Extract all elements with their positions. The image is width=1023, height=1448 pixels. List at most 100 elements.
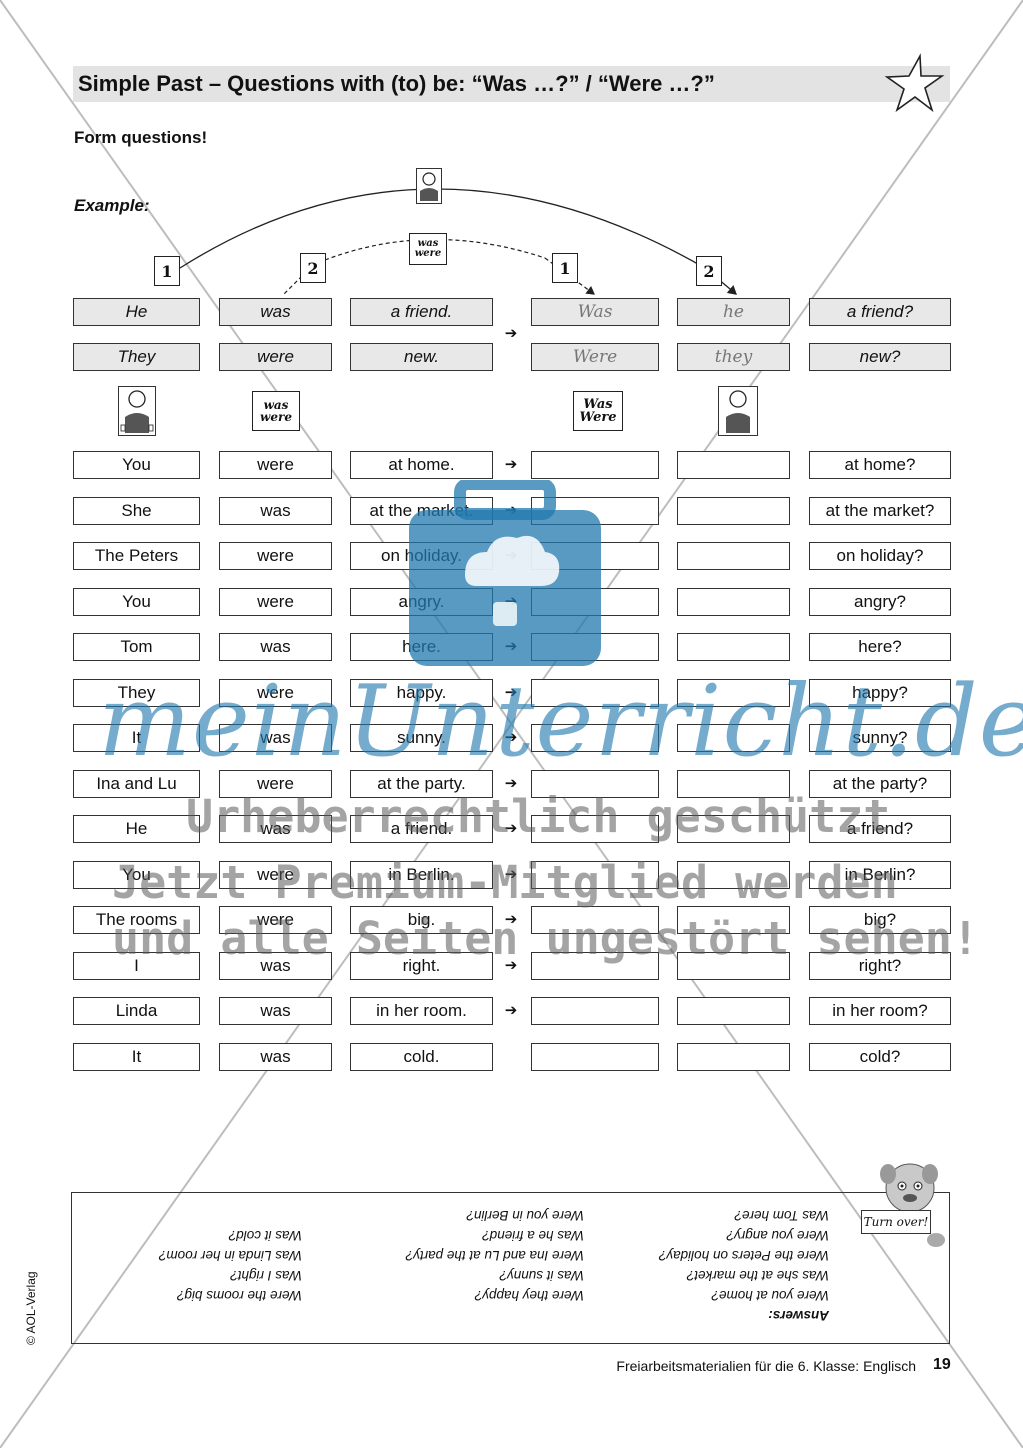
exercise-cell-subject: It	[73, 1043, 200, 1071]
exercise-cell-subject: The rooms	[73, 906, 200, 934]
answer-input-answer-subject[interactable]	[677, 451, 790, 479]
watermark-brand: meinUnterricht.de	[98, 665, 1023, 779]
exercise-cell-rest: right.	[350, 952, 493, 980]
position-number-2: 2	[300, 253, 326, 283]
exercise-cell-rest: in her room.	[350, 997, 493, 1025]
exercise-cell-subject: You	[73, 451, 200, 479]
exercise-cell-subject: I	[73, 952, 200, 980]
answer-input-answer-subject[interactable]	[677, 497, 790, 525]
example-label: Example:	[74, 196, 150, 215]
exercise-cell-question: a friend?	[809, 815, 951, 843]
example-cell-verb: were	[219, 343, 332, 371]
exercise-cell-rest: sunny.	[350, 724, 493, 752]
answer-input-answer-subject[interactable]	[677, 1043, 790, 1071]
exercise-cell-verb: was	[219, 724, 332, 752]
arrow-icon: ➔	[504, 1002, 518, 1019]
answer-input-answer-subject[interactable]	[677, 952, 790, 980]
star-icon	[884, 53, 945, 113]
arrow-icon: ➔	[504, 820, 518, 837]
watermark-line-1: Urheberrechtlich geschützt	[186, 790, 891, 843]
answer-input-answer-subject[interactable]	[677, 997, 790, 1025]
arrow-icon: ➔	[504, 456, 518, 473]
person-icon-subject	[118, 386, 156, 436]
footer-text: Freiarbeitsmaterialien für die 6. Klasse…	[616, 1358, 916, 1374]
exercise-cell-verb: was	[219, 815, 332, 843]
exercise-cell-question: here?	[809, 633, 951, 661]
exercise-cell-subject: She	[73, 497, 200, 525]
answer-input-answer-verb[interactable]	[531, 815, 659, 843]
position-number-1-question: 1	[552, 253, 578, 283]
exercise-cell-question: at home?	[809, 451, 951, 479]
example-cell-verb: was	[219, 298, 332, 326]
position-number-2-question: 2	[696, 256, 722, 286]
example-cell-subject: He	[73, 298, 200, 326]
answer-input-answer-subject[interactable]	[677, 815, 790, 843]
exercise-cell-subject: Linda	[73, 997, 200, 1025]
exercise-cell-verb: was	[219, 952, 332, 980]
answer-input-answer-subject[interactable]	[677, 633, 790, 661]
exercise-cell-verb: were	[219, 588, 332, 616]
example-cell-answer-verb: Was	[531, 298, 659, 326]
exercise-cell-verb: was	[219, 997, 332, 1025]
person-icon-question	[718, 386, 758, 436]
exercise-cell-rest: at home.	[350, 451, 493, 479]
answers-column-2: Were they happy? Was it sunny? Were Ina …	[405, 1208, 584, 1303]
exercise-cell-question: angry?	[809, 588, 951, 616]
exercise-cell-question: right?	[809, 952, 951, 980]
exercise-cell-verb: were	[219, 770, 332, 798]
example-cell-answer-subject: he	[677, 298, 790, 326]
page-number: 19	[933, 1356, 951, 1373]
was-were-card-question: Was Were	[573, 391, 623, 431]
answer-input-answer-verb[interactable]	[531, 770, 659, 798]
answer-input-answer-verb[interactable]	[531, 724, 659, 752]
exercise-cell-rest: a friend.	[350, 815, 493, 843]
briefcase-cloud-logo-icon	[409, 480, 601, 666]
answer-input-answer-subject[interactable]	[677, 770, 790, 798]
was-were-card-verb: was were	[252, 391, 300, 431]
answer-input-answer-verb[interactable]	[531, 952, 659, 980]
example-cell-answer-subject: they	[677, 343, 790, 371]
exercise-cell-rest: cold.	[350, 1043, 493, 1071]
answer-input-answer-subject[interactable]	[677, 724, 790, 752]
exercise-cell-verb: were	[219, 542, 332, 570]
page-title: Simple Past – Questions with (to) be: “W…	[78, 71, 715, 96]
exercise-cell-verb: were	[219, 861, 332, 889]
exercise-cell-question: at the market?	[809, 497, 951, 525]
answer-input-answer-verb[interactable]	[531, 1043, 659, 1071]
position-number-1: 1	[154, 256, 180, 286]
exercise-cell-rest: happy.	[350, 679, 493, 707]
answer-input-answer-subject[interactable]	[677, 906, 790, 934]
answer-input-answer-verb[interactable]	[531, 451, 659, 479]
exercise-cell-subject: It	[73, 724, 200, 752]
exercise-cell-question: happy?	[809, 679, 951, 707]
exercise-cell-rest: in Berlin.	[350, 861, 493, 889]
exercise-cell-subject: He	[73, 815, 200, 843]
exercise-cell-question: cold?	[809, 1043, 951, 1071]
answer-input-answer-subject[interactable]	[677, 861, 790, 889]
answer-input-answer-verb[interactable]	[531, 906, 659, 934]
answer-input-answer-verb[interactable]	[531, 861, 659, 889]
title-bar	[73, 66, 950, 102]
exercise-cell-verb: were	[219, 906, 332, 934]
arrow-icon: ➔	[504, 911, 518, 928]
answer-input-answer-subject[interactable]	[677, 542, 790, 570]
watermark-line-3: und alle Seiten ungestört sehen!	[112, 912, 979, 965]
answer-input-answer-subject[interactable]	[677, 679, 790, 707]
turn-over-sign: Turn over!	[861, 1210, 931, 1234]
exercise-cell-question: big?	[809, 906, 951, 934]
exercise-cell-subject: They	[73, 679, 200, 707]
answer-input-answer-verb[interactable]	[531, 997, 659, 1025]
exercise-cell-rest: at the party.	[350, 770, 493, 798]
exercise-cell-subject: You	[73, 861, 200, 889]
was-were-card-top: was were	[409, 233, 447, 265]
example-cell-question: a friend?	[809, 298, 951, 326]
answer-input-answer-verb[interactable]	[531, 679, 659, 707]
exercise-cell-subject: Ina and Lu	[73, 770, 200, 798]
answers-column-1: Answers: Were you at home? Was she at th…	[658, 1208, 829, 1323]
exercise-cell-question: in Berlin?	[809, 861, 951, 889]
example-cell-answer-verb: Were	[531, 343, 659, 371]
answers-column-3: Were the rooms big? Was I right? Was Lin…	[158, 1228, 302, 1303]
exercise-cell-verb: was	[219, 1043, 332, 1071]
answer-input-answer-subject[interactable]	[677, 588, 790, 616]
